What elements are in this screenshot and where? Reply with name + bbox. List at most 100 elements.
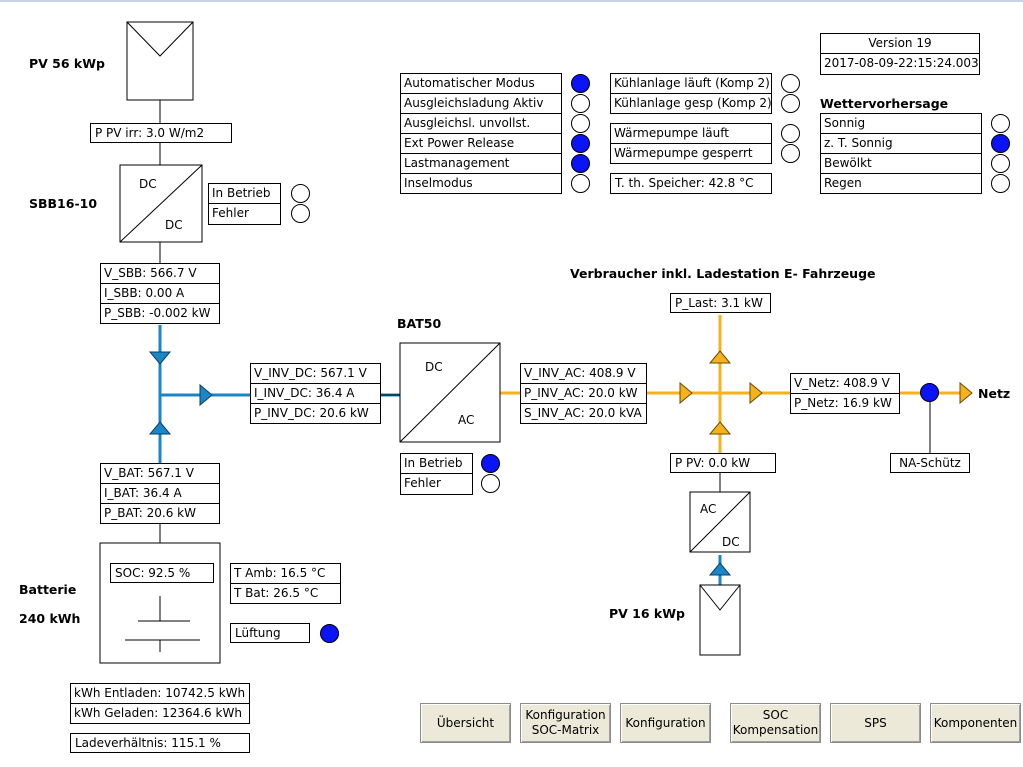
arrow-up-icon	[708, 562, 732, 576]
cooling-blocked-led	[781, 94, 800, 113]
arrow-right-icon	[959, 381, 973, 405]
sbb-status-error: Fehler	[212, 206, 249, 220]
bat50-converter-top: DC	[425, 360, 443, 374]
pv16-converter-top: AC	[700, 502, 717, 516]
pv-panel-icon	[699, 584, 741, 656]
inverter-dc-table: V_INV_DC: 567.1 V I_INV_DC: 36.4 A P_INV…	[250, 363, 381, 424]
sbb-power: P_SBB: -0.002 kW	[104, 306, 211, 320]
arrow-right-icon	[199, 383, 213, 407]
sps-button[interactable]: SPS	[830, 703, 921, 743]
mode-ext-power-release-led	[571, 134, 590, 153]
weather-cloudy: Bewölkt	[821, 154, 981, 174]
bat50-title: BAT50	[397, 316, 442, 331]
dc-dc-converter-icon	[119, 164, 203, 243]
sbb-voltage: V_SBB: 566.7 V	[101, 264, 219, 284]
inv-ac-apparent-power: S_INV_AC: 20.0 kVA	[524, 406, 642, 420]
inv-ac-power: P_INV_AC: 20.0 kW	[521, 384, 646, 404]
battery-icon	[99, 542, 221, 664]
temp-ambient: T Amb: 16.5 °C	[231, 564, 340, 584]
p-pv-value: P PV: 0.0 kW	[670, 453, 776, 473]
sbb-status-running: In Betrieb	[209, 184, 280, 204]
version-box: Version 19 2017-08-09-22:15:24.003	[820, 33, 980, 75]
sbb-converter-bottom: DC	[165, 218, 183, 232]
inverter-ac-table: V_INV_AC: 408.9 V P_INV_AC: 20.0 kW S_IN…	[520, 363, 647, 424]
pv-irr-value: P PV irr: 3.0 W/m2	[90, 123, 232, 143]
storage-temp: T. th. Speicher: 42.8 °C	[610, 173, 772, 194]
grid-values-table: V_Netz: 408.9 V P_Netz: 16.9 kW	[790, 373, 900, 414]
inv-dc-current: I_INV_DC: 36.4 A	[251, 384, 380, 404]
heatpump-table: Wärmepumpe läuft Wärmepumpe gesperrt	[610, 123, 772, 164]
modes-table: Automatischer Modus Ausgleichsladung Akt…	[400, 73, 562, 194]
overview-button[interactable]: Übersicht	[420, 703, 511, 743]
battery-capacity: 240 kWh	[19, 611, 81, 626]
mode-island-led	[571, 174, 590, 193]
bat50-running-led	[481, 454, 500, 473]
mode-automatic-led	[571, 74, 590, 93]
weather-table: Sonnig z. T. Sonnig Bewölkt Regen	[820, 113, 982, 194]
bat50-converter-bottom: AC	[458, 413, 475, 427]
battery-title: Batterie	[19, 582, 77, 597]
ac-dc-converter-icon	[689, 473, 751, 553]
consumers-title: Verbraucher inkl. Ladestation E- Fahrzeu…	[570, 266, 876, 281]
bat50-status-error: Fehler	[404, 476, 441, 490]
grid-power: P_Netz: 16.9 kW	[794, 396, 892, 410]
heatpump-running: Wärmepumpe läuft	[611, 124, 771, 144]
arrow-right-icon	[749, 381, 763, 405]
na-schuetz-label: NA-Schütz	[890, 453, 970, 473]
dc-ac-converter-icon	[399, 342, 501, 443]
mode-island: Inselmodus	[404, 176, 473, 190]
mode-load-management-led	[571, 154, 590, 173]
sbb-current: I_SBB: 0.00 A	[101, 284, 219, 304]
battery-current: I_BAT: 36.4 A	[101, 484, 219, 504]
grid-voltage: V_Netz: 408.9 V	[791, 374, 899, 394]
ventilation-label: Lüftung	[230, 623, 310, 643]
ventilation-led	[320, 624, 339, 643]
grid-title: Netz	[978, 386, 1011, 401]
battery-values-table: V_BAT: 567.1 V I_BAT: 36.4 A P_BAT: 20.6…	[100, 463, 220, 524]
soc-matrix-config-button[interactable]: Konfiguration SOC-Matrix	[520, 703, 611, 743]
weather-partly-sunny-led	[991, 134, 1010, 153]
heatpump-blocked-led	[781, 144, 800, 163]
heatpump-blocked: Wärmepumpe gesperrt	[614, 146, 753, 160]
battery-soc: SOC: 92.5 %	[110, 563, 214, 583]
inv-ac-voltage: V_INV_AC: 408.9 V	[521, 364, 646, 384]
bat50-status-table: In Betrieb Fehler	[400, 453, 473, 495]
cooling-table: Kühlanlage läuft (Komp 2) Kühlanlage ges…	[610, 73, 772, 114]
components-button[interactable]: Komponenten	[930, 703, 1021, 743]
kwh-charged: kWh Geladen: 12364.6 kWh	[74, 706, 242, 720]
pv16-converter-bottom: DC	[722, 535, 740, 549]
mode-equalize-incomplete-led	[571, 114, 590, 133]
arrow-up-icon	[708, 350, 732, 364]
charge-ratio: Ladeverhältnis: 115.1 %	[70, 733, 250, 753]
pv-panel-icon	[126, 21, 194, 101]
mode-equalize-active-led	[571, 94, 590, 113]
weather-title: Wettervorhersage	[820, 96, 949, 111]
battery-voltage: V_BAT: 567.1 V	[101, 464, 219, 484]
window-top-border	[0, 0, 1023, 2]
weather-cloudy-led	[991, 154, 1010, 173]
weather-partly-sunny: z. T. Sonnig	[821, 134, 981, 154]
arrow-up-icon	[708, 421, 732, 435]
sbb-error-led	[291, 204, 310, 223]
battery-temps-table: T Amb: 16.5 °C T Bat: 26.5 °C	[230, 563, 341, 604]
mode-load-management: Lastmanagement	[401, 154, 561, 174]
kwh-table: kWh Entladen: 10742.5 kWh kWh Geladen: 1…	[70, 683, 250, 724]
weather-rain-led	[991, 174, 1010, 193]
kwh-discharged: kWh Entladen: 10742.5 kWh	[71, 684, 249, 704]
mode-ext-power-release: Ext Power Release	[401, 134, 561, 154]
arrow-right-icon	[679, 381, 693, 405]
pv-main-title: PV 56 kWp	[29, 56, 105, 71]
sbb-values-table: V_SBB: 566.7 V I_SBB: 0.00 A P_SBB: -0.0…	[100, 263, 220, 324]
cooling-blocked: Kühlanlage gesp (Komp 2)	[614, 96, 771, 110]
soc-compensation-button[interactable]: SOC Kompensation	[730, 703, 821, 743]
bat50-status-running: In Betrieb	[401, 454, 472, 474]
weather-sunny-led	[991, 114, 1010, 133]
cooling-running: Kühlanlage läuft (Komp 2)	[611, 74, 771, 94]
pv-small-title: PV 16 kWp	[609, 606, 685, 621]
mode-equalize-incomplete: Ausgleichsl. unvollst.	[401, 114, 561, 134]
sbb-running-led	[291, 184, 310, 203]
timestamp-label: 2017-08-09-22:15:24.003	[824, 56, 979, 70]
na-schuetz-led	[920, 383, 939, 402]
config-button[interactable]: Konfiguration	[620, 703, 711, 743]
inv-dc-power: P_INV_DC: 20.6 kW	[254, 406, 369, 420]
